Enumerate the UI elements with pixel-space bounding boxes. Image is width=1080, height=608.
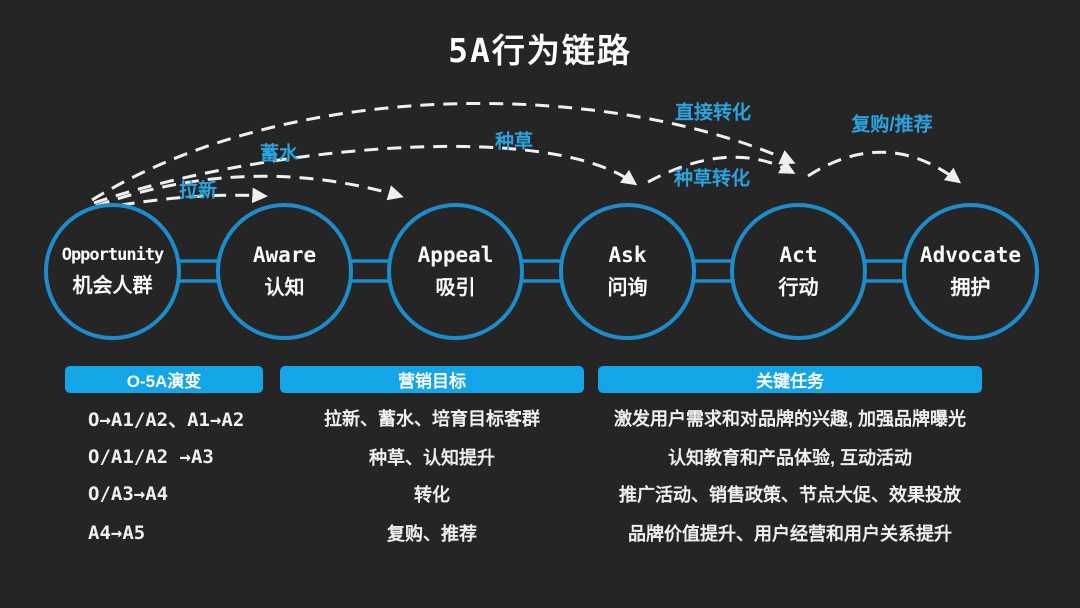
arc-label-zhongcao-zhuanhua: 种草转化 bbox=[673, 168, 751, 190]
table-cell-evolution-r4: A4→A5 bbox=[88, 522, 146, 544]
stage-name-zh: 吸引 bbox=[435, 277, 476, 299]
page-title: 5A行为链路 bbox=[448, 31, 632, 70]
arc-label-zhongcao: 种草 bbox=[494, 131, 534, 153]
stage-name-zh: 问询 bbox=[607, 277, 648, 299]
stage-connectors bbox=[176, 259, 906, 283]
stage-name-en: Advocate bbox=[919, 243, 1022, 267]
stage-name-en: Appeal bbox=[417, 243, 494, 267]
arrow-zhongcao bbox=[93, 144, 638, 205]
arrow-fugou-tuijian bbox=[807, 150, 962, 184]
stage-name-en: Ask bbox=[608, 243, 647, 267]
table-header-o5a-evolution: O-5A演变 bbox=[65, 366, 263, 393]
stage-name-zh: 行动 bbox=[778, 277, 819, 299]
arrow-xushui bbox=[95, 174, 404, 208]
table-cell-task-r3: 推广活动、销售政策、节点大促、效果投放 bbox=[619, 485, 961, 505]
table-cell-goal-r3: 转化 bbox=[414, 485, 450, 505]
arc-label-fugou-tuijian: 复购/推荐 bbox=[851, 114, 933, 136]
stage-name-en: Aware bbox=[252, 243, 317, 267]
stage-circle-appeal: Appeal 吸引 bbox=[387, 203, 524, 340]
table-header-key-task: 关键任务 bbox=[598, 366, 982, 393]
stage-name-zh: 认知 bbox=[264, 277, 305, 299]
arrow-lanxin bbox=[97, 187, 268, 211]
arc-label-zhijie-zhuanhua: 直接转化 bbox=[674, 102, 752, 124]
arrow-zhijie-zhuanhua bbox=[91, 101, 796, 202]
arrow-zhongcao-zhuanhua bbox=[647, 155, 796, 184]
arc-label-xushui: 蓄水 bbox=[259, 143, 299, 165]
stage-circle-opportunity: Opportunity 机会人群 bbox=[44, 203, 181, 340]
table-cell-goal-r4: 复购、推荐 bbox=[387, 524, 477, 544]
table-cell-evolution-r2: O/A1/A2 →A3 bbox=[88, 446, 214, 468]
table-cell-task-r2: 认知教育和产品体验, 互动活动 bbox=[667, 448, 912, 468]
table-cell-evolution-r1: O→A1/A2、A1→A2 bbox=[88, 408, 245, 431]
table-cell-task-r4: 品牌价值提升、用户经营和用户关系提升 bbox=[628, 524, 952, 544]
table-cell-goal-r2: 种草、认知提升 bbox=[369, 448, 495, 468]
stage-circle-ask: Ask 问询 bbox=[559, 203, 696, 340]
stage-name-zh: 拥护 bbox=[950, 277, 991, 299]
table-cell-goal-r1: 拉新、蓄水、培育目标客群 bbox=[324, 409, 540, 429]
table-cell-evolution-r3: O/A3→A4 bbox=[88, 483, 169, 505]
table-header-marketing-goal: 营销目标 bbox=[280, 366, 584, 393]
table-cell-task-r1: 激发用户需求和对品牌的兴趣, 加强品牌曝光 bbox=[614, 409, 966, 429]
stage-circle-advocate: Advocate 拥护 bbox=[902, 203, 1039, 340]
stage-name-zh: 机会人群 bbox=[72, 275, 153, 297]
stage-circle-aware: Aware 认知 bbox=[216, 203, 353, 340]
stage-circle-act: Act 行动 bbox=[730, 203, 867, 340]
stage-name-en: Act bbox=[779, 243, 818, 267]
stage-name-en: Opportunity bbox=[61, 245, 165, 265]
arc-label-lanxin: 拉新 bbox=[178, 180, 218, 202]
